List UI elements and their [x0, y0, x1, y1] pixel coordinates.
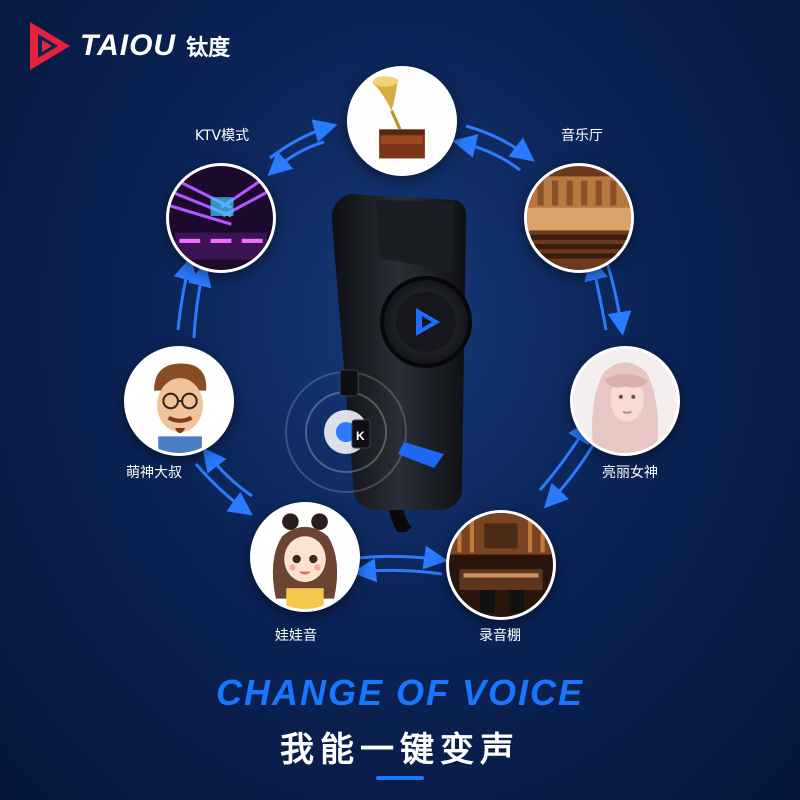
mode-label-ktv: KTV模式 [194, 128, 250, 144]
mode-uncle[interactable] [124, 346, 234, 456]
voice-changer-device: K [285, 194, 472, 532]
goddess-icon [573, 349, 677, 453]
mode-label-goddess: 亮丽女神 [602, 465, 658, 481]
gramophone-icon [350, 69, 454, 173]
brand-name-cn: 钛度 [186, 36, 231, 61]
brand-name: TAIOU [80, 29, 177, 62]
mode-label-concert-hall: 音乐厅 [561, 128, 603, 144]
headline-underline [376, 776, 424, 780]
mode-girl[interactable] [250, 502, 360, 612]
concert-hall-icon [527, 166, 631, 270]
studio-icon [449, 513, 553, 617]
mode-concert-hall[interactable] [524, 163, 634, 273]
mode-label-uncle: 萌神大叔 [126, 465, 182, 481]
taiou-logo-icon [30, 22, 70, 70]
girl-icon [253, 505, 357, 609]
mode-label-girl: 娃娃音 [275, 628, 317, 644]
uncle-icon [127, 349, 231, 453]
mode-gramophone[interactable] [347, 66, 457, 176]
mode-goddess[interactable] [570, 346, 680, 456]
mode-ktv[interactable] [166, 163, 276, 273]
headline: CHANGE OF VOICE [215, 672, 585, 713]
mode-studio[interactable] [446, 510, 556, 620]
device-button-letter: K [356, 429, 365, 443]
mode-label-studio: 录音棚 [479, 628, 521, 644]
brand-logo: TAIOU 钛度 [28, 20, 230, 72]
ktv-icon [169, 166, 273, 270]
subline: 我能一键变声 [280, 730, 520, 770]
